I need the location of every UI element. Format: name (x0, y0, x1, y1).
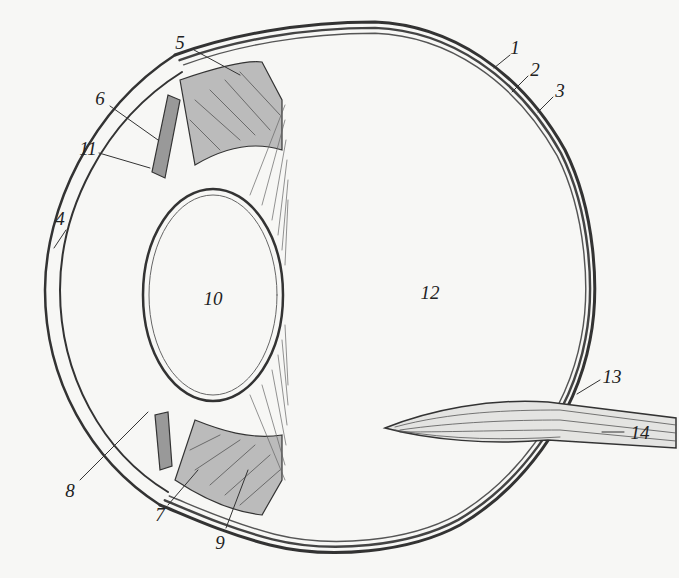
callout-number: 4 (53, 208, 67, 229)
leader-lines (54, 50, 624, 528)
part-number: 12 (419, 282, 442, 303)
part-number: 10 (202, 288, 225, 309)
callout-number: 11 (77, 138, 99, 159)
callout-number: 1 (508, 37, 522, 58)
callout-number: 14 (629, 422, 652, 443)
callout-number: 13 (601, 366, 624, 387)
iris-lower (155, 412, 172, 470)
callout-number: 9 (213, 532, 227, 553)
callout-number: 7 (153, 504, 167, 525)
callout-number: 6 (93, 88, 107, 109)
iris-upper (152, 95, 180, 178)
callout-number: 3 (553, 80, 567, 101)
optic-nerve (385, 401, 676, 448)
lens-capsule (149, 195, 277, 395)
ciliary-upper (180, 62, 282, 165)
lens (143, 189, 283, 401)
callout-number: 5 (173, 32, 187, 53)
callout-number: 8 (63, 480, 77, 501)
callout-number: 2 (528, 59, 542, 80)
